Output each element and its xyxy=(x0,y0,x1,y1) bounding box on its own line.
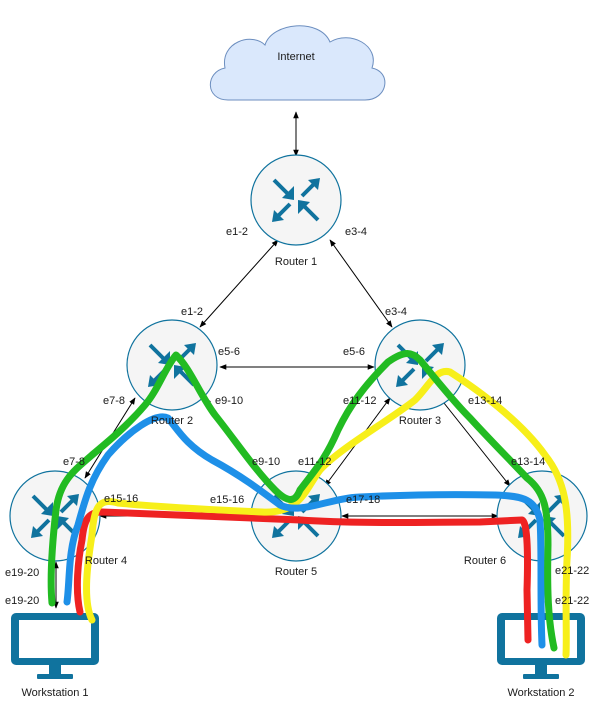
iface-r4-bl: e19-20 xyxy=(5,567,39,579)
node-labels: Router 1 Router 2 Router 3 Router 4 Rout… xyxy=(21,256,574,699)
internet-label: Internet xyxy=(277,51,314,63)
path-green xyxy=(47,350,558,652)
iface-r2-br: e9-10 xyxy=(215,395,243,407)
iface-r6-top: e13-14 xyxy=(511,456,545,468)
router-3-label: Router 3 xyxy=(399,415,441,427)
link-r3-r6 xyxy=(439,397,511,487)
path-blue xyxy=(63,413,546,649)
router-4-label: Router 4 xyxy=(85,555,127,567)
router-1-label: Router 1 xyxy=(275,256,317,268)
workstation-2-label: Workstation 2 xyxy=(507,687,574,699)
interface-labels: e1-2 e3-4 e1-2 e5-6 e7-8 e9-10 e3-4 e5-6… xyxy=(5,226,589,607)
iface-r1-right: e3-4 xyxy=(345,226,367,238)
path-yellow xyxy=(83,367,572,659)
workstation-1-label: Workstation 1 xyxy=(21,687,88,699)
iface-r3-left: e5-6 xyxy=(343,346,365,358)
iface-r6-br: e21-22 xyxy=(555,565,589,577)
iface-r2-top: e1-2 xyxy=(181,306,203,318)
iface-r5-right: e17-18 xyxy=(346,494,380,506)
iface-r3-br: e13-14 xyxy=(468,395,502,407)
iface-r1-left: e1-2 xyxy=(226,226,248,238)
iface-r4-ws: e19-20 xyxy=(5,595,39,607)
router-1 xyxy=(250,154,342,246)
router-2-label: Router 2 xyxy=(151,415,193,427)
path-red xyxy=(73,508,532,644)
iface-r4-top: e7-8 xyxy=(63,456,85,468)
iface-r3-bl: e11-12 xyxy=(343,395,376,407)
link-r1-r2 xyxy=(199,239,279,328)
router-6-label: Router 6 xyxy=(464,555,506,567)
iface-r3-top: e3-4 xyxy=(385,306,407,318)
workstation-1-monitor-icon xyxy=(11,613,99,679)
internet-cloud-icon: Internet xyxy=(209,25,386,101)
highlighted-paths xyxy=(47,350,572,659)
iface-r6-ws: e21-22 xyxy=(555,595,589,607)
iface-r2-right: e5-6 xyxy=(218,346,240,358)
iface-r5-tr: e11-12 xyxy=(298,456,331,468)
router-5-label: Router 5 xyxy=(275,566,317,578)
link-r1-r3 xyxy=(329,239,393,328)
iface-r2-bl: e7-8 xyxy=(103,395,125,407)
iface-r4-right: e15-16 xyxy=(104,493,138,505)
iface-r5-left: e15-16 xyxy=(210,494,244,506)
iface-r5-tl: e9-10 xyxy=(252,456,280,468)
